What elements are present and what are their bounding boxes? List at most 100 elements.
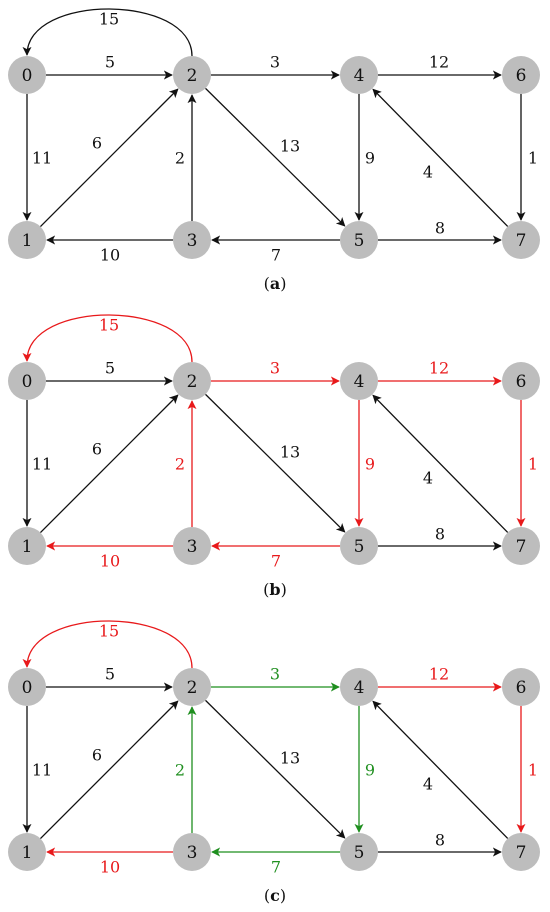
- node-label: 1: [22, 843, 33, 863]
- edge-weight-2-0: 15: [99, 316, 119, 335]
- node-2: 2: [173, 56, 211, 94]
- node-label: 3: [187, 843, 198, 863]
- edge-2-0: [22, 314, 193, 363]
- node-label: 2: [187, 66, 198, 86]
- node-circle: [502, 221, 540, 259]
- node-label: 0: [22, 66, 33, 86]
- edge-weight-5-7: 8: [435, 219, 445, 238]
- edge-weight-4-5: 9: [365, 761, 375, 780]
- node-label: 6: [516, 678, 527, 698]
- edge-weight-2-0: 15: [99, 622, 119, 641]
- edge-weight-5-3: 7: [271, 858, 281, 877]
- panel-caption: (a): [264, 274, 287, 293]
- edge-weight-3-1: 10: [100, 552, 120, 571]
- node-2: 2: [173, 362, 211, 400]
- node-circle: [502, 527, 540, 565]
- node-circle: [340, 56, 378, 94]
- edge-weight-4-6: 12: [429, 359, 449, 378]
- node-label: 7: [516, 843, 527, 863]
- node-label: 7: [516, 231, 527, 251]
- node-circle: [340, 362, 378, 400]
- node-label: 6: [516, 66, 527, 86]
- node-label: 1: [22, 537, 33, 557]
- edge-2-5: [205, 699, 346, 839]
- node-label: 5: [354, 537, 365, 557]
- node-5: 5: [340, 833, 378, 871]
- node-label: 7: [516, 537, 527, 557]
- node-3: 3: [173, 221, 211, 259]
- edge-weight-4-6: 12: [429, 53, 449, 72]
- node-label: 0: [22, 372, 33, 392]
- edge-2-0: [22, 620, 193, 669]
- node-circle: [340, 668, 378, 706]
- edge-weight-7-4: 4: [423, 163, 433, 182]
- edge-weight-2-4: 3: [270, 665, 280, 684]
- edge-2-5: [205, 87, 346, 227]
- node-circle: [502, 833, 540, 871]
- node-circle: [173, 833, 211, 871]
- node-5: 5: [340, 527, 378, 565]
- node-label: 2: [187, 678, 198, 698]
- edge-weight-7-4: 4: [423, 469, 433, 488]
- panel-caption: (b): [263, 580, 287, 599]
- node-label: 6: [516, 372, 527, 392]
- edge-weight-0-2: 5: [105, 665, 115, 684]
- edge-weight-1-2: 6: [92, 134, 102, 153]
- edge-weight-0-2: 5: [105, 359, 115, 378]
- panel-caption: (c): [264, 886, 286, 905]
- node-circle: [8, 668, 46, 706]
- node-circle: [502, 668, 540, 706]
- node-label: 5: [354, 843, 365, 863]
- edge-weight-3-2: 2: [175, 761, 185, 780]
- edge-1-2: [39, 394, 179, 534]
- node-7: 7: [502, 527, 540, 565]
- edge-weight-4-5: 9: [365, 455, 375, 474]
- node-circle: [340, 527, 378, 565]
- node-4: 4: [340, 56, 378, 94]
- edge-weight-2-5: 13: [280, 443, 300, 462]
- edge-weight-2-4: 3: [270, 53, 280, 72]
- node-circle: [8, 833, 46, 871]
- edge-7-4: [372, 394, 509, 533]
- node-6: 6: [502, 362, 540, 400]
- node-circle: [8, 362, 46, 400]
- node-label: 4: [354, 678, 365, 698]
- node-label: 3: [187, 231, 198, 251]
- node-4: 4: [340, 668, 378, 706]
- node-1: 1: [8, 221, 46, 259]
- node-0: 0: [8, 668, 46, 706]
- edge-weight-0-1: 11: [32, 455, 52, 474]
- edge-2-0: [22, 8, 193, 57]
- edge-weight-3-2: 2: [175, 455, 185, 474]
- edge-weight-3-1: 10: [100, 858, 120, 877]
- edge-weight-1-2: 6: [92, 746, 102, 765]
- edge-weight-6-7: 1: [528, 149, 538, 168]
- node-label: 2: [187, 372, 198, 392]
- edge-weight-1-2: 6: [92, 440, 102, 459]
- edge-weight-5-7: 8: [435, 831, 445, 850]
- edge-weight-5-7: 8: [435, 525, 445, 544]
- node-label: 4: [354, 372, 365, 392]
- edge-weight-0-2: 5: [105, 53, 115, 72]
- edge-weight-4-6: 12: [429, 665, 449, 684]
- node-circle: [340, 833, 378, 871]
- edge-1-2: [39, 700, 179, 840]
- edge-weight-5-3: 7: [271, 246, 281, 265]
- node-circle: [173, 56, 211, 94]
- edge-7-4: [372, 88, 509, 227]
- node-circle: [340, 221, 378, 259]
- edge-weight-3-2: 2: [175, 149, 185, 168]
- edge-weight-7-4: 4: [423, 775, 433, 794]
- node-7: 7: [502, 833, 540, 871]
- node-0: 0: [8, 362, 46, 400]
- edge-weight-6-7: 1: [528, 761, 538, 780]
